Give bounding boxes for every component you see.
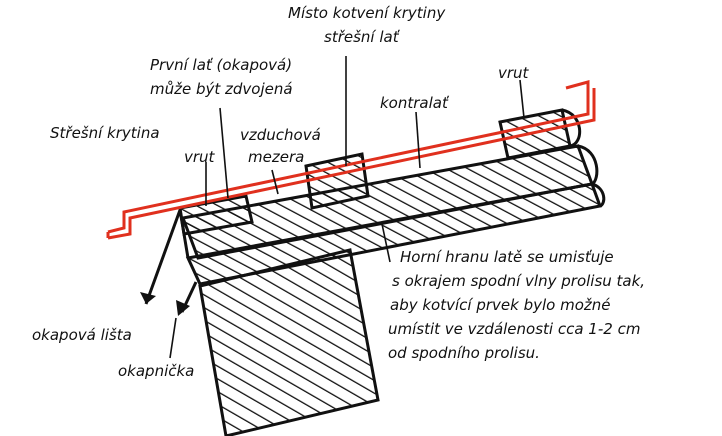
label-prvni-lat-line1: První lať (okapová): [150, 56, 292, 74]
drip-edge-tip: [176, 300, 190, 316]
label-vzduchova-mezera-line1: vzduchová: [240, 126, 321, 144]
label-vzduchova-mezera: vzduchová mezera: [240, 126, 321, 166]
note-line-5: od spodního prolisu.: [388, 344, 540, 362]
label-prvni-lat-line2: může být zdvojená: [150, 80, 293, 98]
label-misto-kotveni-line2: střešní lať: [324, 28, 401, 46]
label-vrut-left: vrut: [184, 148, 216, 166]
roofing-sheet: [107, 80, 596, 240]
label-vzduchova-mezera-line2: mezera: [248, 148, 304, 166]
label-okapnicka: okapnička: [118, 362, 194, 380]
label-kontralat: kontralať: [380, 94, 450, 112]
eaves-flashing-tip: [140, 292, 156, 304]
label-vrut-right: vrut: [498, 64, 530, 82]
roof-batten: [304, 152, 370, 210]
note-text: Horní hranu latě se umisťuje s okrajem s…: [388, 248, 645, 362]
label-misto-kotveni-line1: Místo kotvení krytiny: [288, 4, 446, 22]
note-line-3: aby kotvící prvek bylo možné: [390, 296, 611, 314]
label-okapova-lista: okapová lišta: [32, 326, 132, 344]
note-line-2: s okrajem spodní vlny prolisu tak,: [392, 272, 645, 290]
label-misto-kotveni: Místo kotvení krytiny střešní lať: [288, 4, 446, 46]
note-line-4: umístit ve vzdálenosti cca 1-2 cm: [388, 320, 640, 338]
leader-lines: [169, 56, 525, 359]
counter-batten: [180, 144, 606, 286]
eaves-flashing: [144, 209, 190, 305]
label-prvni-lat: První lať (okapová) může být zdvojená: [150, 56, 293, 98]
label-stresni-krytina: Střešní krytina: [50, 124, 160, 142]
note-line-1: Horní hranu latě se umisťuje: [400, 248, 614, 266]
